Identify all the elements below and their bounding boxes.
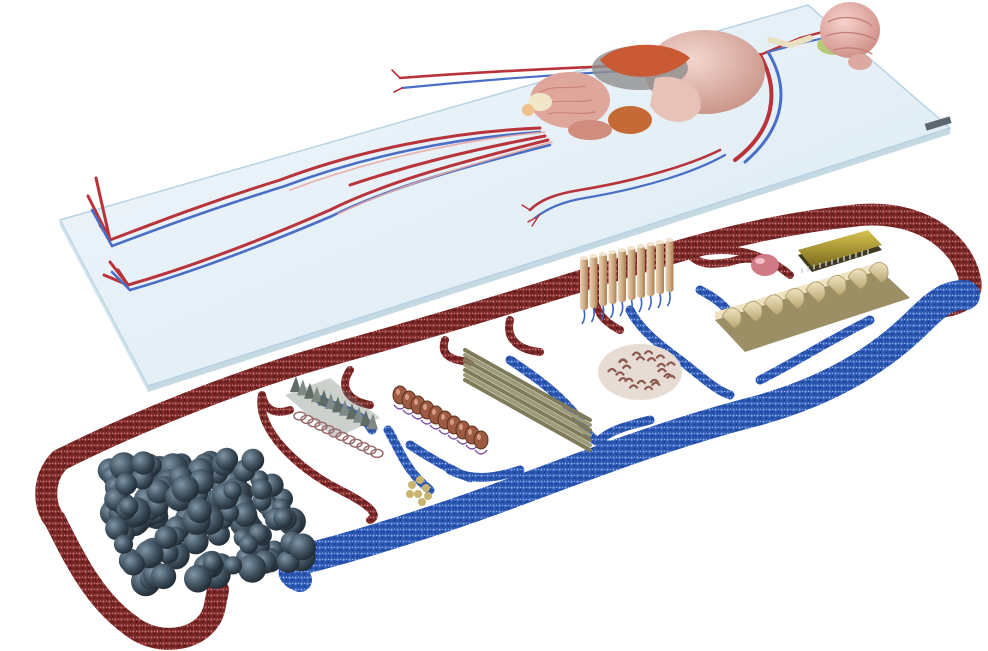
leg-veins [90, 130, 552, 292]
lamella-stack [285, 376, 384, 459]
colon-icon [568, 120, 612, 140]
rod-bundle [463, 348, 592, 452]
bladder-icon [528, 93, 552, 111]
torso-organs [522, 30, 765, 140]
villi-tissue [598, 344, 682, 400]
venous-trunk [285, 280, 980, 575]
human-body-illustration [86, 2, 880, 292]
sphere-node [751, 254, 779, 276]
head [767, 2, 880, 70]
coil-stack [392, 385, 489, 455]
brain-icon [820, 2, 880, 58]
liver-icon [600, 44, 690, 77]
stomach-icon [650, 76, 701, 122]
electronic-chip [798, 230, 882, 273]
kidney-icon [608, 106, 652, 134]
column-array [580, 238, 674, 325]
small-cell-node [406, 476, 432, 506]
cell-cluster [97, 447, 316, 597]
small-node-icon [522, 104, 534, 116]
lobe-plate [715, 261, 910, 352]
